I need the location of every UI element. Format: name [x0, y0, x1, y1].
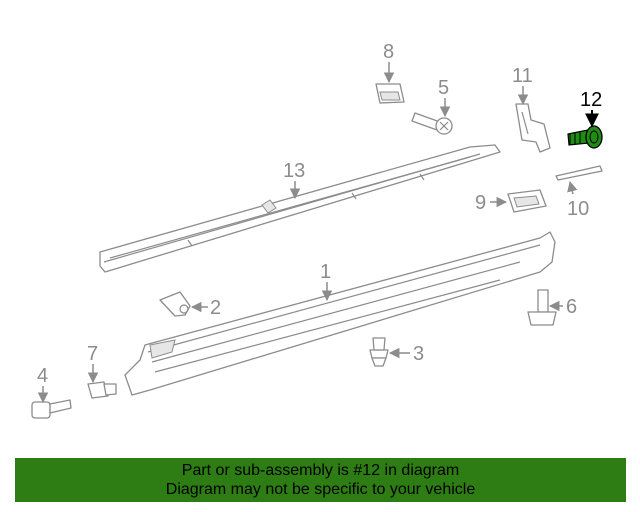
- part-5-screw[interactable]: [411, 112, 453, 135]
- part-11-bracket[interactable]: [515, 103, 551, 153]
- part-1-rocker-panel[interactable]: [124, 231, 556, 396]
- callout-7: 7: [87, 343, 98, 365]
- callout-4: 4: [37, 365, 48, 387]
- part-12-bolt-highlighted[interactable]: [567, 125, 603, 149]
- callout-12: 12: [580, 89, 602, 111]
- callout-5: 5: [438, 77, 449, 99]
- part-4-bolt[interactable]: [31, 399, 72, 419]
- callout-6: 6: [566, 296, 577, 318]
- part-9-retainer[interactable]: [507, 189, 547, 213]
- info-banner: Part or sub-assembly is #12 in diagram D…: [15, 458, 626, 502]
- part-6-bolt[interactable]: [527, 289, 557, 326]
- part-8-clip-nut[interactable]: [375, 83, 405, 104]
- callout-8: 8: [383, 41, 394, 63]
- callout-2: 2: [210, 297, 221, 319]
- part-13-moulding[interactable]: [99, 144, 501, 273]
- part-7-nut[interactable]: [87, 381, 117, 399]
- banner-line-1: Part or sub-assembly is #12 in diagram: [181, 462, 460, 479]
- banner-line-2: Diagram may not be specific to your vehi…: [165, 481, 476, 498]
- callout-10: 10: [567, 198, 589, 220]
- callout-13: 13: [283, 160, 305, 182]
- callout-1: 1: [320, 261, 331, 283]
- part-3-push-clip[interactable]: [369, 337, 389, 367]
- leader-arrows: [37, 62, 599, 404]
- callout-3: 3: [413, 343, 424, 365]
- part-2-clip[interactable]: [159, 291, 191, 317]
- callout-11: 11: [512, 65, 533, 87]
- part-10-strip[interactable]: [555, 165, 603, 181]
- callout-9: 9: [475, 192, 486, 214]
